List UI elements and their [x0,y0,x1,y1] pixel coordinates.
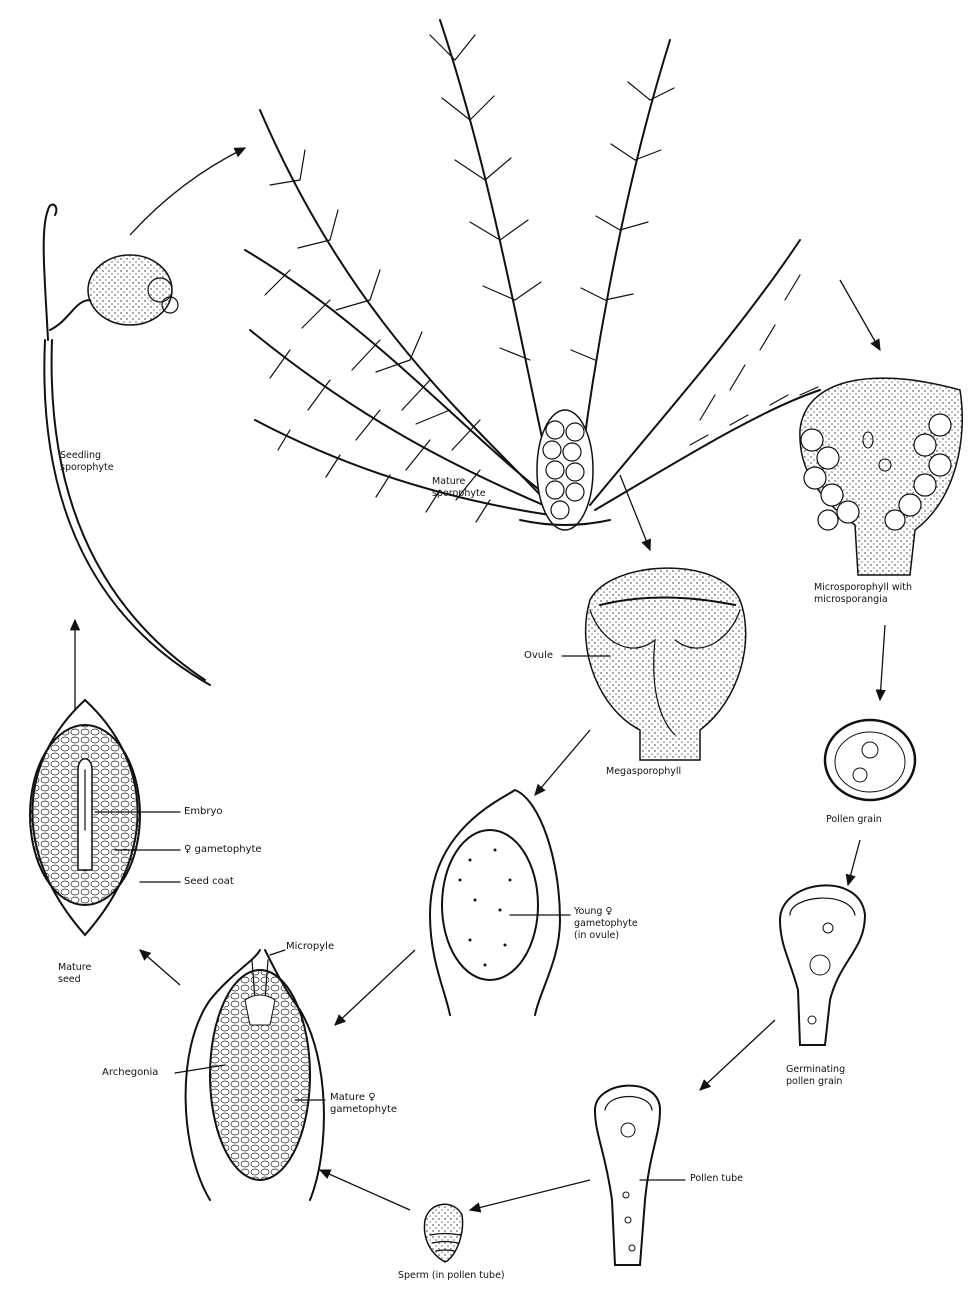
seed-coat-label: Seed coat [184,876,234,888]
young-gametophyte-label: Young ♀ gametophyte (in ovule) [574,906,638,942]
young-gametophyte-line1: Young ♀ [574,906,638,918]
microsporophyll-label: Microsporophyll with microsporangia [814,582,912,606]
mature-sporophyte-line2: sporophyte [432,488,486,500]
seedling-sporophyte-label: Seedling sporophyte [60,450,114,474]
microsporophyll-line2: microsporangia [814,594,912,606]
germinating-pollen-label: Germinating pollen grain [786,1064,845,1088]
young-gametophyte-drawing [430,790,560,1015]
mature-seed-line2: seed [58,974,91,986]
young-gametophyte-line2: gametophyte [574,918,638,930]
mature-gametophyte-drawing [186,950,324,1200]
microsporophyll-drawing [800,378,962,575]
seedling-sporophyte-drawing [44,205,210,685]
megasporophyll-drawing [586,568,746,760]
ovule-label: Ovule [524,650,553,662]
seedling-label-line1: Seedling [60,450,114,462]
young-gametophyte-line3: (in ovule) [574,930,638,942]
micropyle-label: Micropyle [286,941,334,953]
mature-seed-line1: Mature [58,962,91,974]
megasporophyll-label: Megasporophyll [606,766,681,778]
embryo-label: Embryo [184,806,223,818]
germinating-line2: pollen grain [786,1076,845,1088]
pollen-tube-drawing [595,1086,660,1265]
mature-seed-label: Mature seed [58,962,91,986]
mature-sporophyte-line1: Mature [432,476,486,488]
pollen-grain-label: Pollen grain [826,814,882,826]
mature-gametophyte-line1: Mature ♀ [330,1092,397,1104]
germinating-pollen-drawing [780,885,865,1045]
mature-gametophyte-label: Mature ♀ gametophyte [330,1092,397,1116]
cone [537,410,593,530]
seedling-label-line2: sporophyte [60,462,114,474]
germinating-line1: Germinating [786,1064,845,1076]
mature-gametophyte-line2: gametophyte [330,1104,397,1116]
female-gametophyte-label: ♀ gametophyte [184,844,262,856]
pollen-grain-drawing [825,720,915,800]
sperm-label: Sperm (in pollen tube) [398,1270,505,1282]
sperm-drawing [424,1204,462,1262]
cycle-arrows [75,148,885,1210]
mature-seed-drawing [30,700,140,935]
mature-sporophyte-drawing [245,20,820,530]
mature-sporophyte-label: Mature sporophyte [432,476,486,500]
microsporophyll-line1: Microsporophyll with [814,582,912,594]
pollen-tube-label: Pollen tube [690,1173,743,1185]
archegonia-label: Archegonia [102,1067,158,1079]
